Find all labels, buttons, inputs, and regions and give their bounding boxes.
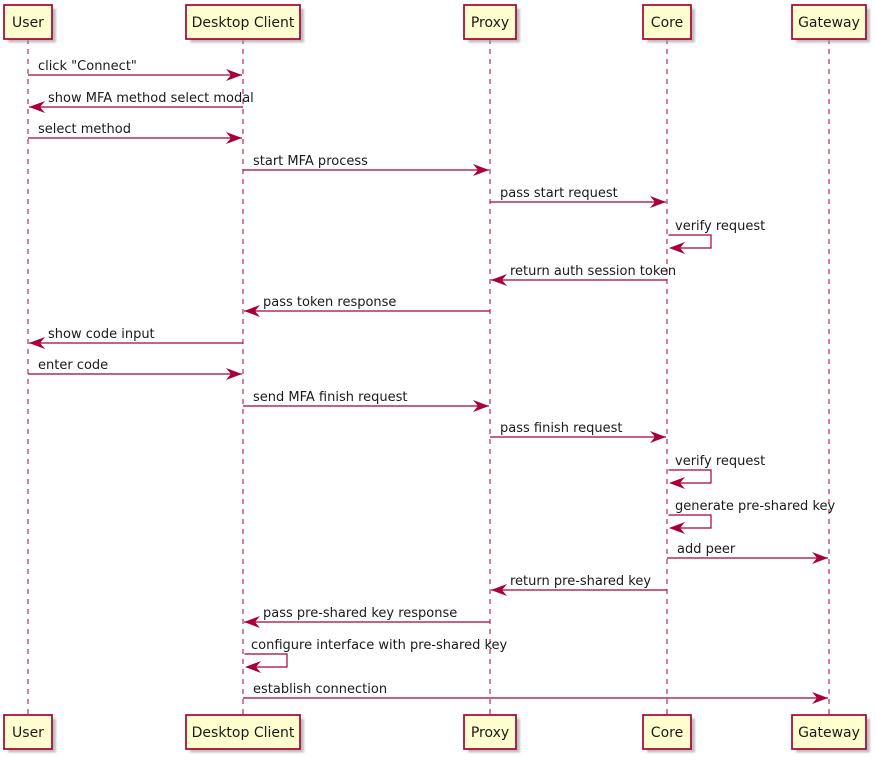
message-generate-pre-shared-key-13: generate pre-shared key: [668, 499, 836, 534]
arrowhead-right-icon: [226, 69, 242, 81]
participant-box: [642, 714, 692, 750]
message-label: show MFA method select modal: [48, 91, 254, 106]
message-label: configure interface with pre-shared key: [251, 638, 508, 653]
participant-label: Gateway: [798, 725, 860, 741]
participant-label: Gateway: [798, 15, 860, 31]
participant-label: Core: [651, 725, 683, 741]
message-label: pass pre-shared key response: [263, 606, 457, 621]
message-label: add peer: [677, 542, 736, 557]
participant-label: User: [12, 725, 44, 741]
arrowhead-left-icon: [669, 242, 685, 254]
message-configure-interface-with-pre-shared-key-17: configure interface with pre-shared key: [244, 638, 508, 673]
message-label: verify request: [675, 454, 765, 469]
participant-label: Core: [651, 15, 683, 31]
participant-box: [791, 714, 867, 750]
message-label: pass start request: [500, 186, 618, 201]
arrowhead-right-icon: [226, 132, 242, 144]
message-click-connect-0: click "Connect": [28, 59, 242, 81]
participant-box: [642, 4, 692, 40]
arrowhead-left-icon: [244, 305, 260, 317]
message-enter-code-9: enter code: [28, 358, 242, 380]
participant-box: [185, 714, 301, 750]
message-label: establish connection: [253, 682, 387, 697]
message-label: show code input: [48, 327, 155, 342]
message-label: start MFA process: [253, 154, 368, 169]
message-return-auth-session-token-6: return auth session token: [491, 264, 676, 286]
participant-core-top: Core: [642, 4, 695, 43]
message-label: pass token response: [263, 295, 396, 310]
participant-label: Desktop Client: [192, 725, 295, 741]
message-label: generate pre-shared key: [675, 499, 836, 514]
message-pass-pre-shared-key-response-16: pass pre-shared key response: [244, 606, 490, 628]
message-send-mfa-finish-request-10: send MFA finish request: [243, 390, 489, 412]
arrowhead-right-icon: [812, 552, 828, 564]
participant-label: Desktop Client: [192, 15, 295, 31]
arrowhead-left-icon: [491, 274, 507, 286]
arrowhead-right-icon: [650, 196, 666, 208]
self-message-line: [668, 469, 712, 484]
participant-box: [3, 714, 53, 750]
participant-user-top: User: [3, 4, 56, 43]
message-label: send MFA finish request: [253, 390, 408, 405]
message-pass-start-request-4: pass start request: [490, 186, 666, 208]
message-label: verify request: [675, 219, 765, 234]
message-add-peer-14: add peer: [667, 542, 828, 564]
participant-label: User: [12, 15, 44, 31]
message-verify-request-12: verify request: [668, 454, 765, 489]
message-verify-request-5: verify request: [668, 219, 765, 254]
arrowhead-left-icon: [669, 522, 685, 534]
participant-gateway-top: Gateway: [791, 4, 870, 43]
message-show-mfa-method-select-modal-1: show MFA method select modal: [29, 91, 254, 113]
message-label: pass finish request: [500, 421, 623, 436]
participant-desktop-client-bottom: Desktop Client: [185, 714, 304, 753]
message-label: return auth session token: [510, 264, 676, 279]
message-select-method-2: select method: [28, 122, 242, 144]
participant-box: [3, 4, 53, 40]
arrowhead-left-icon: [245, 661, 261, 673]
participant-box: [463, 714, 517, 750]
self-message-line: [668, 234, 712, 249]
message-label: click "Connect": [38, 59, 137, 74]
arrowhead-right-icon: [473, 164, 489, 176]
arrowhead-left-icon: [244, 616, 260, 628]
message-label: return pre-shared key: [510, 574, 651, 589]
self-message-line: [244, 653, 288, 668]
message-label: enter code: [38, 358, 108, 373]
participant-proxy-bottom: Proxy: [463, 714, 520, 753]
arrowhead-right-icon: [650, 431, 666, 443]
message-pass-token-response-7: pass token response: [244, 295, 490, 317]
arrowhead-left-icon: [29, 337, 45, 349]
participant-proxy-top: Proxy: [463, 4, 520, 43]
arrowhead-left-icon: [491, 584, 507, 596]
message-pass-finish-request-11: pass finish request: [490, 421, 666, 443]
arrowhead-left-icon: [669, 477, 685, 489]
arrowhead-left-icon: [29, 101, 45, 113]
participant-box: [463, 4, 517, 40]
participant-user-bottom: User: [3, 714, 56, 753]
participant-box: [791, 4, 867, 40]
self-message-line: [668, 514, 712, 529]
arrowhead-right-icon: [812, 692, 828, 704]
participant-gateway-bottom: Gateway: [791, 714, 870, 753]
participant-label: Proxy: [471, 15, 509, 31]
message-show-code-input-8: show code input: [29, 327, 243, 349]
participant-box: [185, 4, 301, 40]
participant-desktop-client-top: Desktop Client: [185, 4, 304, 43]
message-return-pre-shared-key-15: return pre-shared key: [491, 574, 667, 596]
arrowhead-right-icon: [473, 400, 489, 412]
message-label: select method: [38, 122, 131, 137]
participant-core-bottom: Core: [642, 714, 695, 753]
message-start-mfa-process-3: start MFA process: [243, 154, 489, 176]
message-establish-connection-18: establish connection: [243, 682, 828, 704]
arrowhead-right-icon: [226, 368, 242, 380]
participant-label: Proxy: [471, 725, 509, 741]
